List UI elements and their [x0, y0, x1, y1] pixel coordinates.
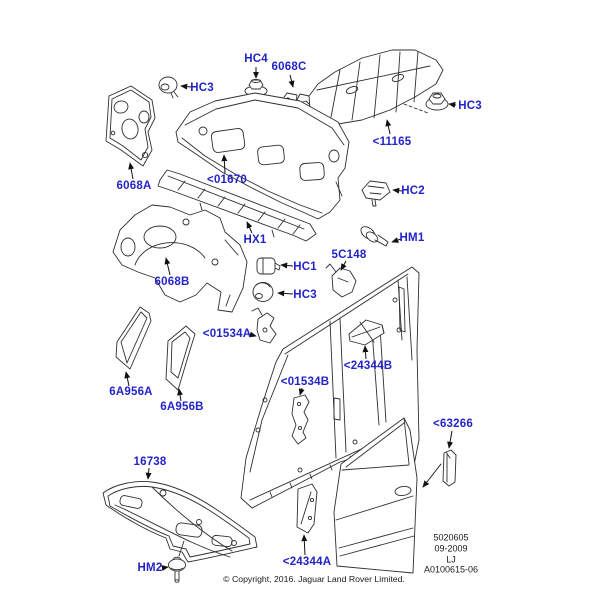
part-label-6068a[interactable]: 6068A: [116, 180, 152, 192]
leader-lines: [124, 67, 457, 571]
part-label-6a956a[interactable]: 6A956A: [109, 386, 153, 398]
part-24344b-patch: [348, 319, 385, 346]
part-label-24344b[interactable]: <24344B: [343, 360, 393, 372]
document-info-block: 5020605 09-2009 LJ A0100615-06: [424, 532, 478, 575]
part-front-door: [333, 417, 418, 574]
part-hm1-pin: [360, 226, 389, 247]
part-label-hc2[interactable]: HC2: [401, 185, 425, 197]
part-label-hc3-topright[interactable]: HC3: [458, 100, 482, 112]
copyright-text: © Copyright, 2016. Jaguar Land Rover Lim…: [223, 574, 405, 584]
part-label-01534a[interactable]: <01534A: [202, 328, 252, 340]
part-6a956b-pad: [165, 325, 196, 391]
part-6068b-wheelhouse: [112, 204, 248, 313]
doc-model: LJ: [446, 554, 456, 564]
part-label-hc3-mid[interactable]: HC3: [293, 289, 317, 301]
part-label-63266[interactable]: <63266: [433, 418, 473, 430]
part-hm2-pin: [168, 556, 186, 583]
part-label-6068c[interactable]: 6068C: [271, 61, 307, 73]
doc-ref: A0100615-06: [423, 564, 479, 575]
part-label-hc3-topleft[interactable]: HC3: [190, 82, 214, 94]
part-11165-heatshield: [295, 49, 444, 125]
doc-number: 5020605: [433, 532, 469, 543]
part-label-hx1[interactable]: HX1: [243, 234, 267, 246]
part-01534a-bracket: [251, 307, 277, 344]
part-hc2-bracket: [361, 180, 391, 207]
part-6068a-panel: [105, 85, 156, 167]
part-label-16738[interactable]: 16738: [133, 456, 167, 468]
doc-date: 09-2009: [434, 543, 468, 554]
part-hc3-nut-topright: [403, 92, 449, 114]
part-6a956a-pad: [115, 306, 152, 370]
part-5c148-bracket: [325, 263, 357, 298]
part-label-hc1[interactable]: HC1: [293, 261, 317, 273]
part-label-5c148[interactable]: 5C148: [331, 249, 367, 261]
part-label-hm2[interactable]: HM2: [137, 562, 163, 574]
part-label-11165[interactable]: <11165: [372, 136, 412, 148]
part-01534b-reinforcement: [291, 394, 310, 445]
part-hc1-clip: [256, 257, 281, 275]
part-label-hm1[interactable]: HM1: [399, 232, 425, 244]
part-24344a-deadener: [296, 483, 318, 534]
part-01670-panel: [175, 92, 350, 220]
part-hc3-grommet-mid: [252, 282, 274, 302]
part-label-01534b[interactable]: <01534B: [280, 376, 330, 388]
part-hx1-crossmember: [157, 169, 317, 242]
part-label-hc4[interactable]: HC4: [244, 53, 268, 65]
part-label-6a956b[interactable]: 6A956B: [160, 401, 204, 413]
part-label-24344a[interactable]: <24344A: [282, 556, 332, 568]
part-label-01670[interactable]: <01670: [207, 174, 247, 186]
part-63266-moulding: [422, 449, 457, 488]
part-16738-trim: [102, 481, 258, 563]
part-hc3-clip-topleft: [158, 76, 179, 99]
part-label-6068b[interactable]: 6068B: [154, 276, 190, 288]
